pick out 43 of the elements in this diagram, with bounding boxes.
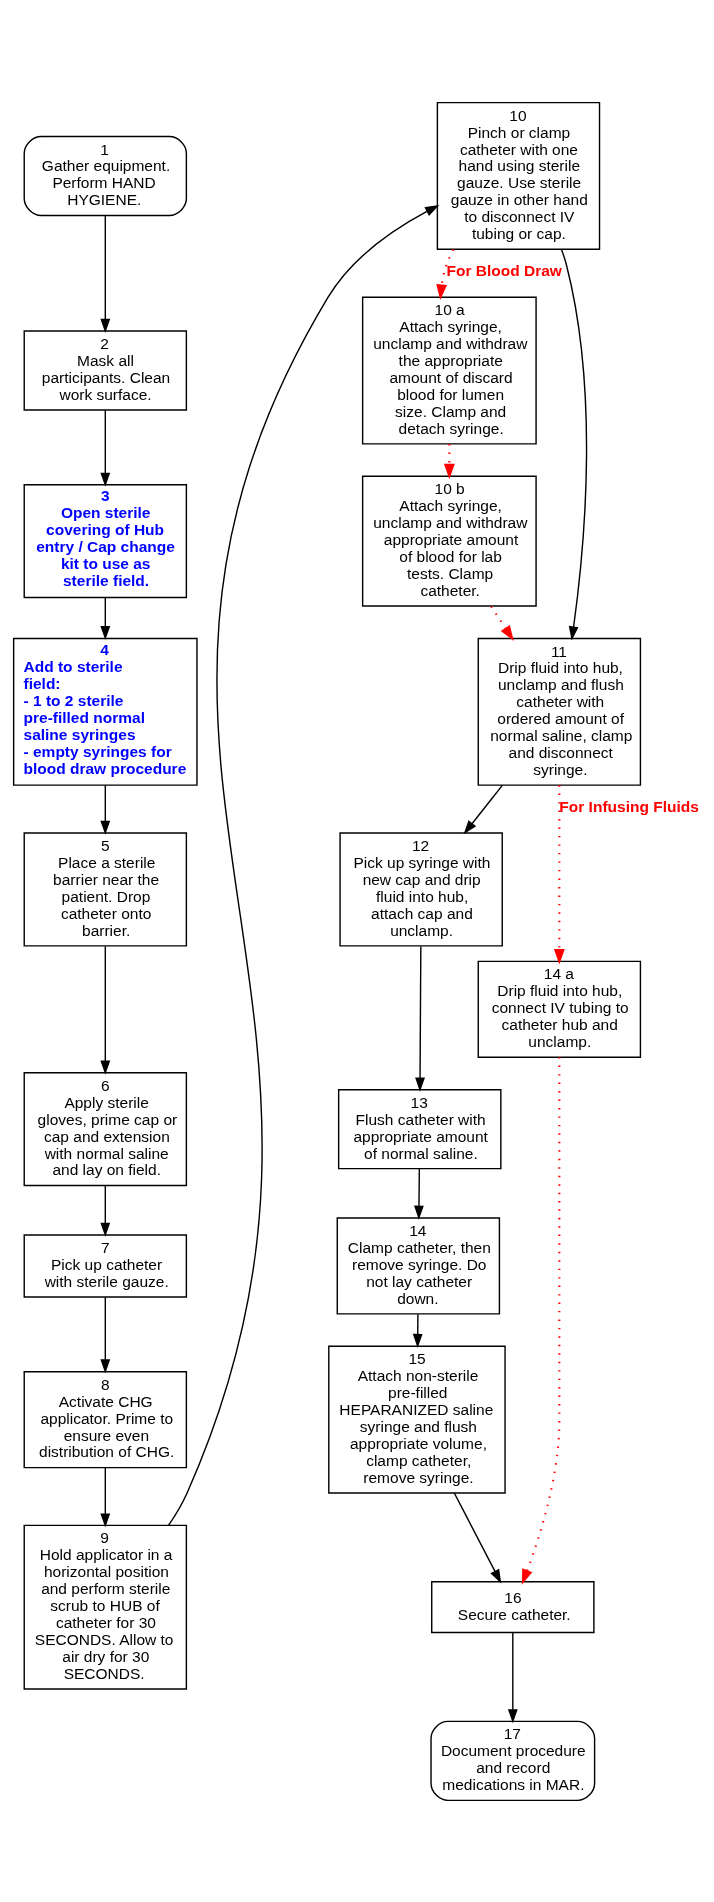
node-box: 13 Flush catheter with appropriate amount of normal saline. bbox=[337, 1088, 502, 1169]
node-box: 7 Pick up catheter with sterile gauze. bbox=[23, 1233, 188, 1298]
node-box: 14 Clamp catheter, then remove syringe. Do not lay catheter down. bbox=[336, 1216, 501, 1315]
arrow bbox=[507, 1631, 518, 1723]
arrow bbox=[453, 1491, 502, 1584]
arrow bbox=[100, 945, 111, 1075]
node-box: 2 Mask all participants. Clean work surface. bbox=[23, 329, 188, 411]
arrow bbox=[100, 784, 111, 835]
node-box: 10 a Attach syringe, unclamp and withdraw the appropriate amount of discard blood for lumen size. Clamp and detach syringe. bbox=[361, 296, 537, 445]
node-box: 15 Attach non-sterile pre-filled HEPARANIZED saline syringe and flush appropriate volume, clamp catheter, remove syringe. bbox=[328, 1345, 506, 1494]
arrow bbox=[100, 214, 111, 333]
arrow bbox=[490, 605, 514, 641]
arrow bbox=[521, 1056, 561, 1585]
arrow bbox=[100, 1466, 111, 1527]
node-box: 17 Document procedure and record medications in MAR. bbox=[430, 1720, 596, 1801]
node-box: 14 a Drip fluid into hub, connect IV tubing to catheter hub and unclamp. bbox=[477, 960, 642, 1058]
edge-label: For Blood Draw bbox=[446, 261, 562, 279]
edge-label: For Infusing Fluids bbox=[559, 797, 699, 815]
node-box: 5 Place a sterile barrier near the patient. Drop catheter onto barrier. bbox=[23, 831, 188, 947]
arrow bbox=[443, 443, 455, 479]
node-box: 8 Activate CHG applicator. Prime to ensure even distribution of CHG. bbox=[23, 1370, 188, 1468]
arrow bbox=[463, 784, 504, 834]
arrow bbox=[414, 1167, 424, 1220]
arrow bbox=[100, 1184, 111, 1237]
node-box: 1 Gather equipment. Perform HAND HYGIENE. bbox=[23, 135, 188, 216]
arrow bbox=[167, 204, 440, 1526]
arrow bbox=[100, 1295, 111, 1373]
arrow bbox=[100, 596, 111, 640]
arrow bbox=[412, 1313, 423, 1348]
node-box: 16 Secure catheter. bbox=[431, 1580, 595, 1633]
arrow bbox=[560, 248, 588, 641]
node-box: 6 Apply sterile gloves, prime cap or cap and extension with normal saline and lay on field. bbox=[23, 1071, 188, 1186]
arrow bbox=[553, 784, 565, 965]
node-box: 4 Add to sterile field: - 1 to 2 sterile pre-filled normal saline syringes - empty syringes for blood draw procedure bbox=[12, 637, 198, 786]
node-box: 11 Drip fluid into hub, unclamp and flush catheter with ordered amount of normal saline, clamp and disconnect syringe. bbox=[477, 637, 642, 786]
node-box: 9 Hold applicator in a horizontal position and perform sterile scrub to HUB of catheter for 30 SECONDS. Allow to air dry for 30 SECONDS. bbox=[23, 1524, 188, 1690]
arrow bbox=[415, 945, 425, 1092]
arrow bbox=[100, 408, 111, 487]
node-box: 3 Open sterile covering of Hub entry / Cap change kit to use as sterile field. bbox=[23, 483, 188, 598]
node-box: 10 b Attach syringe, unclamp and withdraw appropriate amount of blood for lab tests. Clamp catheter. bbox=[361, 475, 537, 607]
arrow bbox=[436, 248, 455, 300]
node-box: 12 Pick up syringe with new cap and drip fluid into hub, attach cap and unclamp. bbox=[339, 831, 503, 947]
node-box: 10 Pinch or clamp catheter with one hand using sterile gauze. Use sterile gauze in other hand to disconnect IV tubing or cap. bbox=[436, 101, 601, 250]
